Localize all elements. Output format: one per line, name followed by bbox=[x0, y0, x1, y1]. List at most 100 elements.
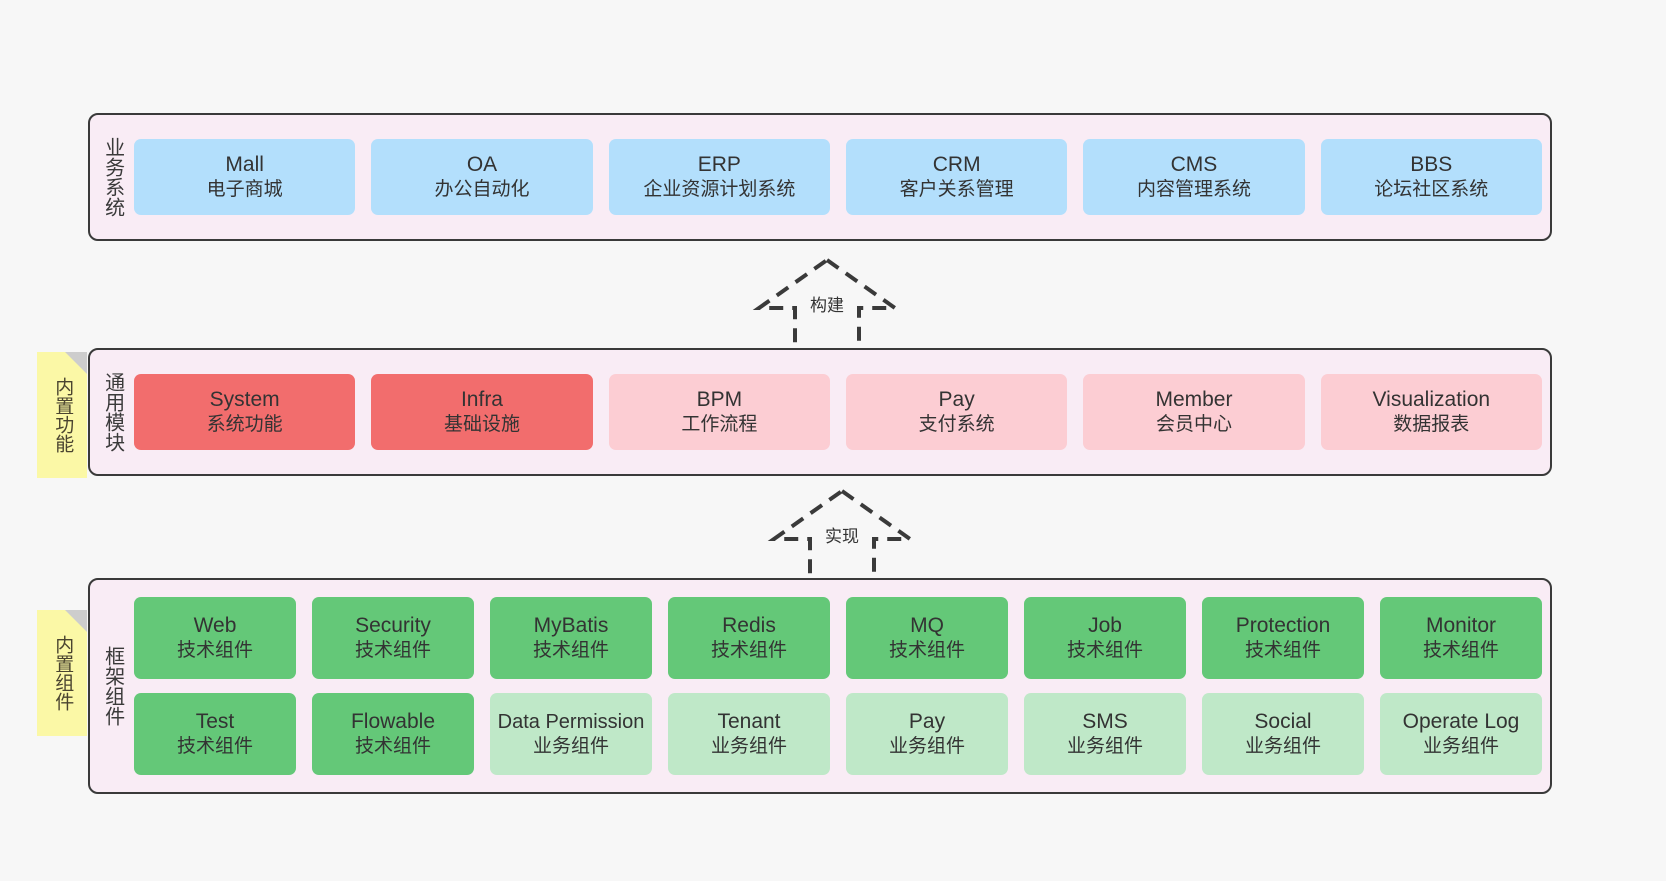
node-subtitle: 技术组件 bbox=[1422, 640, 1499, 662]
node-title: Web bbox=[193, 614, 237, 637]
node-subtitle: 会员中心 bbox=[1155, 414, 1232, 436]
node-visualization[interactable]: Visualization 数据报表 bbox=[1320, 374, 1542, 450]
node-subtitle: 业务组件 bbox=[532, 735, 609, 757]
node-title: CRM bbox=[932, 153, 981, 176]
node-title: MyBatis bbox=[533, 614, 609, 637]
node-subtitle: 支付系统 bbox=[918, 414, 995, 436]
node-subtitle: 业务组件 bbox=[888, 736, 965, 758]
node-subtitle: 技术组件 bbox=[354, 736, 431, 758]
layer-common-modules: 通用模块 System 系统功能 Infra 基础设施 BPM 工作流程 Pay… bbox=[88, 348, 1552, 476]
layer-body-common-modules: System 系统功能 Infra 基础设施 BPM 工作流程 Pay 支付系统… bbox=[134, 350, 1550, 474]
node-title: BBS bbox=[1410, 153, 1453, 176]
node-data-permission[interactable]: Data Permission 业务组件 bbox=[490, 693, 652, 775]
node-job[interactable]: Job 技术组件 bbox=[1024, 597, 1186, 679]
node-erp[interactable]: ERP 企业资源计划系统 bbox=[608, 139, 830, 215]
node-subtitle: 技术组件 bbox=[888, 640, 965, 662]
node-row: System 系统功能 Infra 基础设施 BPM 工作流程 Pay 支付系统… bbox=[134, 374, 1542, 450]
node-protection[interactable]: Protection 技术组件 bbox=[1202, 597, 1364, 679]
node-mq[interactable]: MQ 技术组件 bbox=[846, 597, 1008, 679]
node-subtitle: 技术组件 bbox=[354, 640, 431, 662]
layer-business-system: 业务系统 Mall 电子商城 OA 办公自动化 ERP 企业资源计划系统 CRM… bbox=[88, 113, 1552, 241]
node-crm[interactable]: CRM 客户关系管理 bbox=[845, 139, 1068, 215]
node-subtitle: 技术组件 bbox=[532, 640, 609, 662]
node-title: MQ bbox=[910, 614, 944, 637]
node-subtitle: 技术组件 bbox=[710, 640, 787, 662]
node-subtitle: 技术组件 bbox=[1244, 640, 1321, 662]
node-redis[interactable]: Redis 技术组件 bbox=[668, 597, 830, 679]
node-pay-component[interactable]: Pay 业务组件 bbox=[846, 693, 1008, 775]
node-subtitle: 客户关系管理 bbox=[899, 179, 1014, 201]
node-title: Operate Log bbox=[1402, 710, 1520, 733]
node-oa[interactable]: OA 办公自动化 bbox=[371, 139, 593, 215]
node-title: Visualization bbox=[1372, 388, 1491, 411]
node-pay-module[interactable]: Pay 支付系统 bbox=[845, 374, 1068, 450]
node-monitor[interactable]: Monitor 技术组件 bbox=[1380, 597, 1542, 679]
node-subtitle: 电子商城 bbox=[206, 179, 283, 201]
node-security[interactable]: Security 技术组件 bbox=[312, 597, 474, 679]
layer-title-framework-components: 框架组件 bbox=[101, 646, 124, 726]
node-title: Test bbox=[195, 710, 235, 733]
node-mall[interactable]: Mall 电子商城 bbox=[134, 139, 356, 215]
node-subtitle: 工作流程 bbox=[681, 414, 758, 436]
node-subtitle: 技术组件 bbox=[1066, 640, 1143, 662]
connector-build: 构建 bbox=[727, 252, 927, 362]
layer-framework-components: 框架组件 Web 技术组件 Security 技术组件 MyBatis 技术组件… bbox=[88, 578, 1552, 794]
node-system[interactable]: System 系统功能 bbox=[134, 374, 356, 450]
node-bpm[interactable]: BPM 工作流程 bbox=[608, 374, 830, 450]
node-bbs[interactable]: BBS 论坛社区系统 bbox=[1320, 139, 1542, 215]
node-title: Pay bbox=[908, 710, 946, 733]
node-subtitle: 技术组件 bbox=[176, 736, 253, 758]
node-title: Protection bbox=[1235, 614, 1331, 637]
node-mybatis[interactable]: MyBatis 技术组件 bbox=[490, 597, 652, 679]
generalization-arrow-icon bbox=[767, 488, 917, 593]
node-title: Security bbox=[355, 614, 431, 637]
layer-body-business-system: Mall 电子商城 OA 办公自动化 ERP 企业资源计划系统 CRM 客户关系… bbox=[134, 115, 1550, 239]
node-title: Mall bbox=[225, 153, 264, 176]
node-title: Pay bbox=[938, 388, 975, 411]
layer-title-business-system: 业务系统 bbox=[101, 137, 124, 217]
node-title: Data Permission bbox=[497, 710, 645, 733]
node-title: System bbox=[209, 388, 280, 411]
connector-implement: 实现 bbox=[742, 483, 942, 593]
layer-title-common-modules: 通用模块 bbox=[101, 372, 124, 452]
node-subtitle: 系统功能 bbox=[206, 414, 283, 436]
node-title: SMS bbox=[1082, 710, 1128, 733]
node-cms[interactable]: CMS 内容管理系统 bbox=[1083, 139, 1305, 215]
node-subtitle: 业务组件 bbox=[1244, 736, 1321, 758]
node-subtitle: 业务组件 bbox=[1422, 736, 1499, 758]
node-title: Redis bbox=[722, 614, 776, 637]
generalization-arrow-icon bbox=[752, 257, 902, 362]
node-row: Web 技术组件 Security 技术组件 MyBatis 技术组件 Redi… bbox=[134, 597, 1542, 679]
node-subtitle: 办公自动化 bbox=[434, 179, 530, 201]
node-title: Member bbox=[1155, 388, 1233, 411]
node-infra[interactable]: Infra 基础设施 bbox=[371, 374, 593, 450]
node-member[interactable]: Member 会员中心 bbox=[1083, 374, 1305, 450]
node-operate-log[interactable]: Operate Log 业务组件 bbox=[1380, 693, 1542, 775]
node-subtitle: 技术组件 bbox=[176, 640, 253, 662]
node-subtitle: 论坛社区系统 bbox=[1374, 179, 1489, 201]
node-title: Flowable bbox=[350, 710, 436, 733]
node-sms[interactable]: SMS 业务组件 bbox=[1024, 693, 1186, 775]
sticky-note-label: 内置功能 bbox=[52, 377, 74, 453]
node-social[interactable]: Social 业务组件 bbox=[1202, 693, 1364, 775]
node-title: Infra bbox=[460, 388, 503, 411]
node-title: Social bbox=[1254, 710, 1312, 733]
node-subtitle: 企业资源计划系统 bbox=[643, 179, 796, 201]
node-subtitle: 业务组件 bbox=[1066, 736, 1143, 758]
node-title: ERP bbox=[697, 153, 741, 176]
node-title: OA bbox=[466, 153, 498, 176]
node-title: CMS bbox=[1170, 153, 1218, 176]
node-title: BPM bbox=[696, 388, 743, 411]
node-subtitle: 内容管理系统 bbox=[1136, 179, 1251, 201]
node-web[interactable]: Web 技术组件 bbox=[134, 597, 296, 679]
node-title: Tenant bbox=[717, 710, 781, 733]
node-flowable[interactable]: Flowable 技术组件 bbox=[312, 693, 474, 775]
sticky-note-builtin-function[interactable]: 内置功能 bbox=[37, 352, 87, 478]
node-tenant[interactable]: Tenant 业务组件 bbox=[668, 693, 830, 775]
sticky-note-builtin-component[interactable]: 内置组件 bbox=[37, 610, 87, 736]
node-test[interactable]: Test 技术组件 bbox=[134, 693, 296, 775]
node-subtitle: 数据报表 bbox=[1393, 414, 1470, 436]
node-subtitle: 基础设施 bbox=[443, 414, 520, 436]
node-row: Mall 电子商城 OA 办公自动化 ERP 企业资源计划系统 CRM 客户关系… bbox=[134, 139, 1542, 215]
